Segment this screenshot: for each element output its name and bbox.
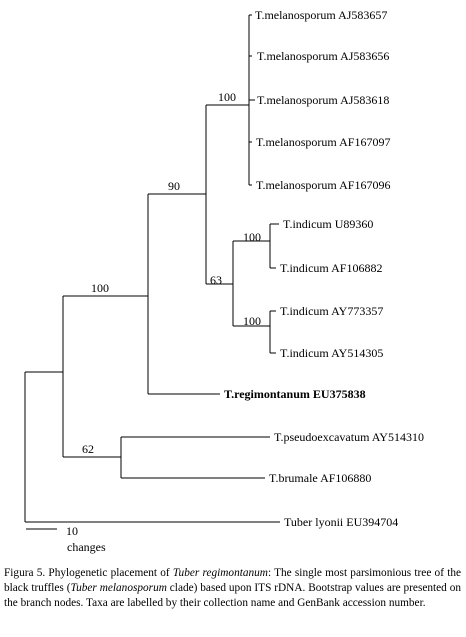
taxon-label-highlighted: T.regimontanum EU375838 xyxy=(224,387,366,401)
taxon-label: T.melanosporum AF167097 xyxy=(256,135,390,149)
bootstrap-value: 100 xyxy=(218,90,236,104)
bootstrap-value: 62 xyxy=(82,442,94,456)
taxon-label: T.melanosporum AF167096 xyxy=(256,178,390,192)
caption-species: Tuber regimontanum xyxy=(172,567,268,579)
figure-caption: Figura 5. Phylogenetic placement of Tube… xyxy=(4,566,461,634)
bootstrap-value: 90 xyxy=(168,179,180,193)
caption-label: Figura 5. Phylogenetic placement of xyxy=(4,567,173,579)
taxon-label: T.indicum AY773357 xyxy=(280,304,383,318)
taxon-label: Tuber lyonii EU394704 xyxy=(284,515,398,529)
bootstrap-value: 100 xyxy=(243,230,261,244)
tree-canvas: T.melanosporum AJ583657 T.melanosporum A… xyxy=(24,8,424,554)
taxon-label: T.indicum U89360 xyxy=(283,217,373,231)
bootstrap-value: 63 xyxy=(210,273,222,287)
taxon-label: T.pseudoexcavatum AY514310 xyxy=(274,430,424,444)
scale-bar-unit: changes xyxy=(67,540,106,554)
taxon-label: T.indicum AY514305 xyxy=(280,346,383,360)
caption-clade: Tuber melanosporum xyxy=(70,582,167,594)
caption-text: clade) based upon ITS rDNA. Bootstrap va… xyxy=(4,582,462,609)
taxon-label: T.indicum AF106882 xyxy=(280,261,382,275)
taxon-label: T.melanosporum AJ583618 xyxy=(257,93,389,107)
caption-text: : The single most parsimonious tree of t… xyxy=(4,567,461,594)
taxon-label: T.brumale AF106880 xyxy=(269,471,371,485)
scale-bar-value: 10 xyxy=(66,524,78,538)
bootstrap-value: 100 xyxy=(243,314,261,328)
bootstrap-value: 100 xyxy=(91,281,109,295)
taxon-label: T.melanosporum AJ583656 xyxy=(257,49,389,63)
taxon-label: T.melanosporum AJ583657 xyxy=(255,8,387,22)
phylogenetic-tree: T.melanosporum AJ583657 T.melanosporum A… xyxy=(24,8,424,554)
